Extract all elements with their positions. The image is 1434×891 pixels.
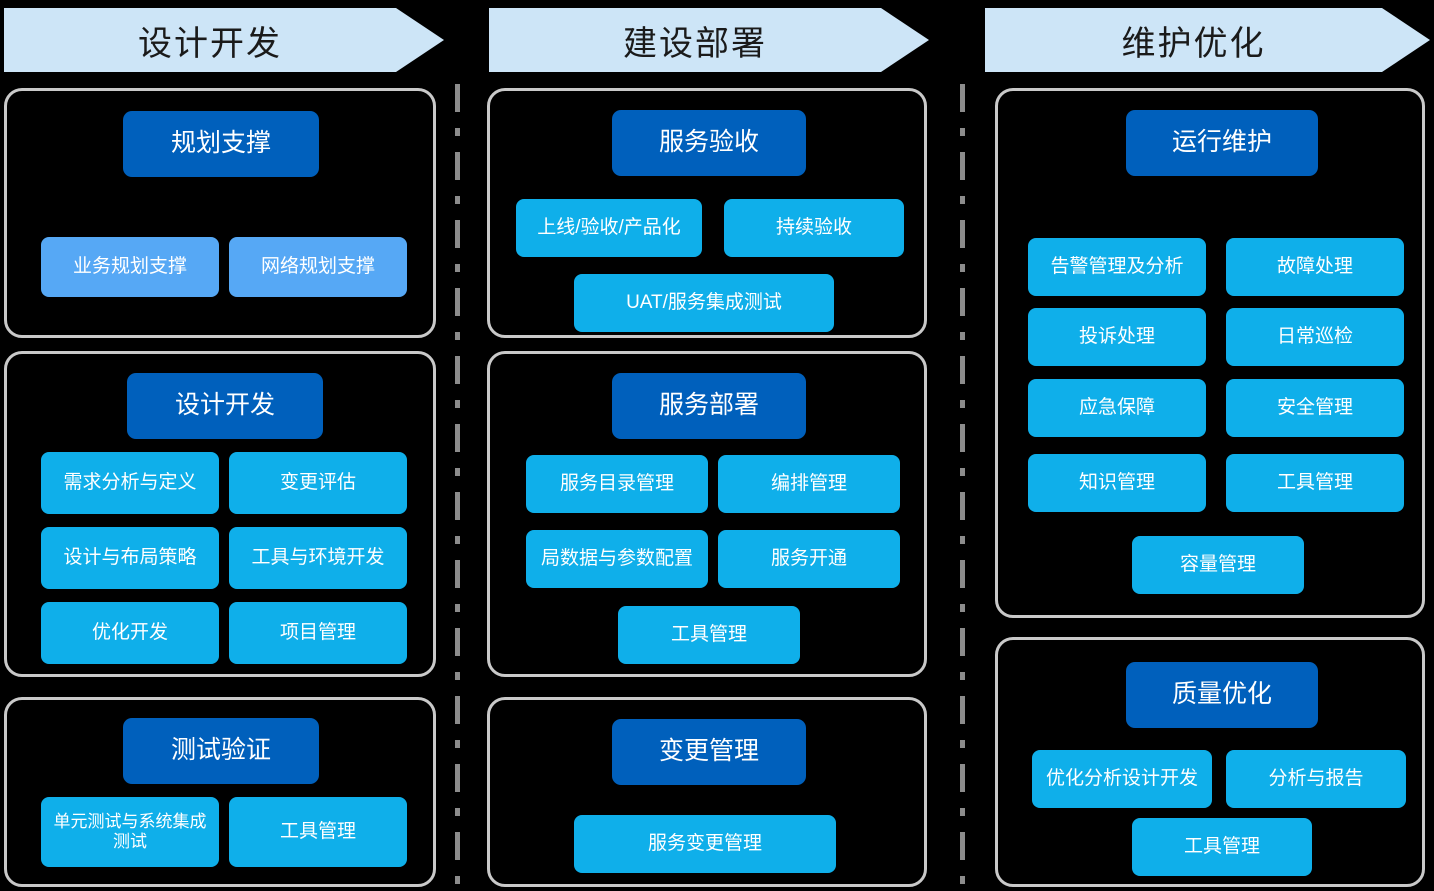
group-item[interactable]: 设计与布局策略 bbox=[41, 527, 219, 589]
group-item[interactable]: 工具与环境开发 bbox=[229, 527, 407, 589]
group-card-operation-maintenance: 运行维护 告警管理及分析 故障处理 投诉处理 日常巡检 应急保障 安全管理 知识… bbox=[995, 88, 1425, 618]
group-item[interactable]: 服务变更管理 bbox=[574, 815, 836, 873]
group-item[interactable]: 优化开发 bbox=[41, 602, 219, 664]
phase-banner-label: 维护优化 bbox=[1121, 24, 1266, 63]
group-item[interactable]: 网络规划支撑 bbox=[229, 237, 407, 297]
group-item[interactable]: 日常巡检 bbox=[1226, 308, 1404, 366]
group-title-operation-maintenance: 运行维护 bbox=[1126, 110, 1318, 176]
group-item[interactable]: 上线/验收/产品化 bbox=[516, 199, 702, 257]
group-title-design-development: 设计开发 bbox=[127, 373, 323, 439]
group-title-service-deployment: 服务部署 bbox=[612, 373, 806, 439]
group-item[interactable]: 服务开通 bbox=[718, 530, 900, 588]
group-card-design-development: 设计开发 需求分析与定义 变更评估 设计与布局策略 工具与环境开发 优化开发 项… bbox=[4, 351, 436, 677]
group-item[interactable]: 工具管理 bbox=[1132, 818, 1312, 876]
group-item[interactable]: 优化分析设计开发 bbox=[1032, 750, 1212, 808]
group-item[interactable]: 分析与报告 bbox=[1226, 750, 1406, 808]
group-title-planning-support: 规划支撑 bbox=[123, 111, 319, 177]
group-item[interactable]: 安全管理 bbox=[1226, 379, 1404, 437]
phase-banner-build-deployment: 建设部署 bbox=[489, 8, 929, 72]
group-title-quality-optimization: 质量优化 bbox=[1126, 662, 1318, 728]
group-item[interactable]: 需求分析与定义 bbox=[41, 452, 219, 514]
group-item[interactable]: 故障处理 bbox=[1226, 238, 1404, 296]
group-title-service-acceptance: 服务验收 bbox=[612, 110, 806, 176]
group-item[interactable]: 服务目录管理 bbox=[526, 455, 708, 513]
group-item[interactable]: 工具管理 bbox=[229, 797, 407, 867]
phase-banner-maintenance-optimization: 维护优化 bbox=[985, 8, 1430, 72]
group-title-change-management: 变更管理 bbox=[612, 719, 806, 785]
group-card-planning-support: 规划支撑 业务规划支撑 网络规划支撑 bbox=[4, 88, 436, 338]
group-item[interactable]: 告警管理及分析 bbox=[1028, 238, 1206, 296]
group-item[interactable]: 业务规划支撑 bbox=[41, 237, 219, 297]
phase-banner-label: 建设部署 bbox=[623, 24, 767, 63]
group-card-quality-optimization: 质量优化 优化分析设计开发 分析与报告 工具管理 bbox=[995, 637, 1425, 887]
phase-divider-1 bbox=[455, 84, 460, 884]
group-card-service-acceptance: 服务验收 上线/验收/产品化 持续验收 UAT/服务集成测试 bbox=[487, 88, 927, 338]
group-card-change-management: 变更管理 服务变更管理 bbox=[487, 697, 927, 887]
group-card-service-deployment: 服务部署 服务目录管理 编排管理 局数据与参数配置 服务开通 工具管理 bbox=[487, 351, 927, 677]
phase-banner-label: 设计开发 bbox=[138, 24, 282, 63]
group-item[interactable]: 知识管理 bbox=[1028, 454, 1206, 512]
phase-banner-design-development: 设计开发 bbox=[4, 8, 444, 72]
group-item[interactable]: 工具管理 bbox=[1226, 454, 1404, 512]
group-item[interactable]: 变更评估 bbox=[229, 452, 407, 514]
group-item[interactable]: 局数据与参数配置 bbox=[526, 530, 708, 588]
group-item[interactable]: 投诉处理 bbox=[1028, 308, 1206, 366]
group-item[interactable]: 容量管理 bbox=[1132, 536, 1304, 594]
group-item[interactable]: 工具管理 bbox=[618, 606, 800, 664]
group-item[interactable]: UAT/服务集成测试 bbox=[574, 274, 834, 332]
group-item[interactable]: 持续验收 bbox=[724, 199, 904, 257]
group-item[interactable]: 应急保障 bbox=[1028, 379, 1206, 437]
group-title-test-verification: 测试验证 bbox=[123, 718, 319, 784]
phase-divider-2 bbox=[960, 84, 965, 884]
group-card-test-verification: 测试验证 单元测试与系统集成测试 工具管理 bbox=[4, 697, 436, 887]
group-item[interactable]: 项目管理 bbox=[229, 602, 407, 664]
group-item[interactable]: 编排管理 bbox=[718, 455, 900, 513]
group-item[interactable]: 单元测试与系统集成测试 bbox=[41, 797, 219, 867]
